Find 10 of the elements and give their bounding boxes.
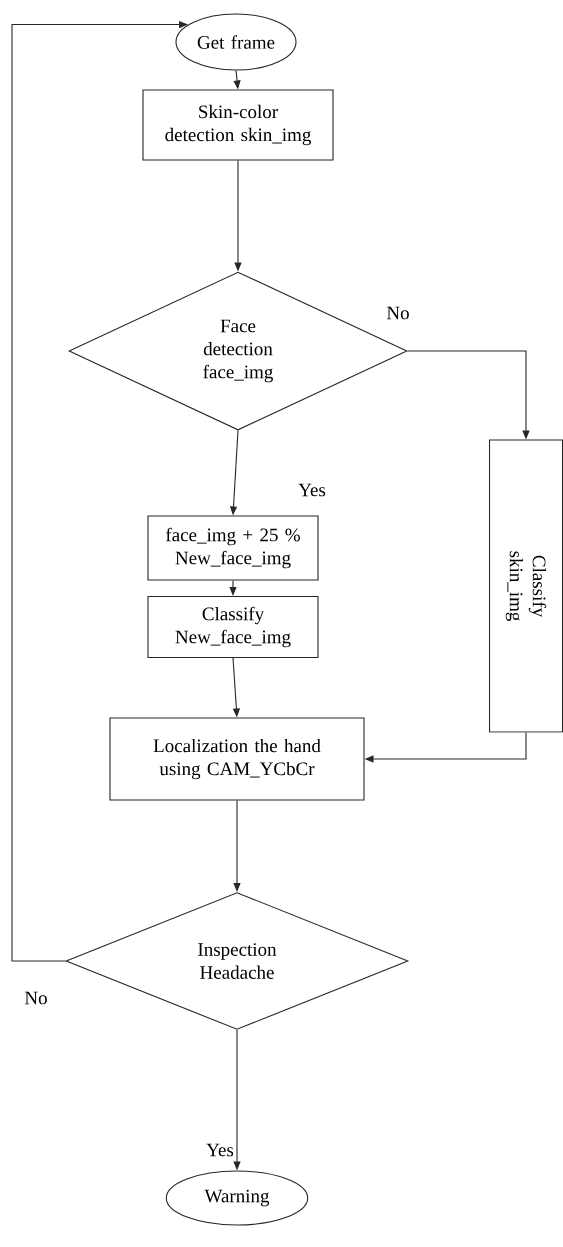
edge-label: Yes — [205, 1142, 235, 1158]
process-box: Localization the hand using CAM_YCbCr — [109, 717, 365, 801]
process-box: Classify New_face_img — [147, 595, 319, 659]
process-box: face_img + 25 % New_face_img — [147, 515, 319, 581]
process-box: Classify skin_img — [488, 439, 563, 733]
arrow — [11, 20, 188, 962]
edge-label: No — [23, 990, 49, 1006]
edge-label: No — [385, 305, 411, 321]
edge-label: Yes — [297, 482, 327, 498]
process-box: Skin-color detection skin_img — [142, 89, 334, 161]
